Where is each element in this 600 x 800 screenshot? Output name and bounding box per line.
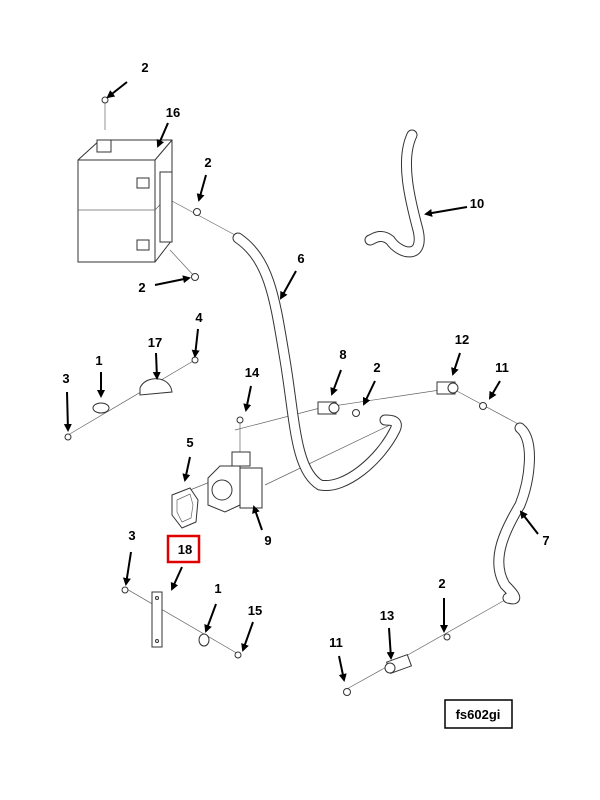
nut-part-3[interactable] [64,433,72,441]
o-ring-part-2[interactable] [191,273,199,281]
callout-16[interactable]: 16 [166,105,180,120]
clamp-part-1[interactable] [92,402,110,414]
tank-part-16[interactable] [77,96,173,263]
nut-part-4[interactable] [191,356,199,364]
callout-labels: 2 16 2 10 6 2 4 17 1 3 8 2 12 11 14 5 9 … [62,60,549,650]
callout-8[interactable]: 8 [339,347,346,362]
callout-2[interactable]: 2 [138,280,145,295]
o-ring-part-2[interactable] [193,208,201,216]
callout-7[interactable]: 7 [542,533,549,548]
o-ring-part-11[interactable] [343,688,351,696]
drawing-id-box: fs602gi [444,699,513,729]
o-ring-part-2[interactable] [352,409,360,417]
callout-17[interactable]: 17 [148,335,162,350]
nut-part-3[interactable] [121,586,129,594]
bolt-part-14[interactable] [236,416,244,424]
callout-13[interactable]: 13 [380,608,394,623]
callout-3[interactable]: 3 [62,371,69,386]
callout-2[interactable]: 2 [204,155,211,170]
elbow-fitting-part-12[interactable] [436,381,459,395]
callout-arrows [63,81,539,682]
bolt-part-15[interactable] [234,651,242,659]
callout-11[interactable]: 11 [495,360,509,375]
gasket-part-5[interactable] [171,487,199,529]
elbow-fitting-part-8[interactable] [317,401,340,415]
callout-6[interactable]: 6 [297,251,304,266]
hose-part-6[interactable] [232,232,402,492]
callout-9[interactable]: 9 [264,533,271,548]
callout-15[interactable]: 15 [248,603,262,618]
hose-part-10[interactable] [364,129,425,258]
callout-1[interactable]: 1 [214,581,221,596]
callout-2[interactable]: 2 [438,576,445,591]
callout-1[interactable]: 1 [95,353,102,368]
callout-2[interactable]: 2 [373,360,380,375]
highlight-box [166,534,201,564]
bracket-part-18[interactable] [151,591,163,648]
fitting-part-13[interactable] [384,653,413,675]
callout-4[interactable]: 4 [195,310,203,325]
callout-10[interactable]: 10 [470,196,484,211]
drawing-id: fs602gi [456,707,501,722]
callout-5[interactable]: 5 [186,435,193,450]
o-ring-part-11[interactable] [479,402,487,410]
o-ring-part-2[interactable] [443,633,451,641]
callout-3[interactable]: 3 [128,528,135,543]
clamp-part-17[interactable] [139,378,173,396]
callout-2[interactable]: 2 [141,60,148,75]
hose-part-7[interactable] [493,422,535,605]
callout-12[interactable]: 12 [455,332,469,347]
callout-18[interactable]: 18 [178,542,192,557]
callout-14[interactable]: 14 [245,365,260,380]
callout-11[interactable]: 11 [329,635,343,650]
clamp-part-1[interactable] [198,633,210,647]
pump-part-9[interactable] [207,451,263,513]
